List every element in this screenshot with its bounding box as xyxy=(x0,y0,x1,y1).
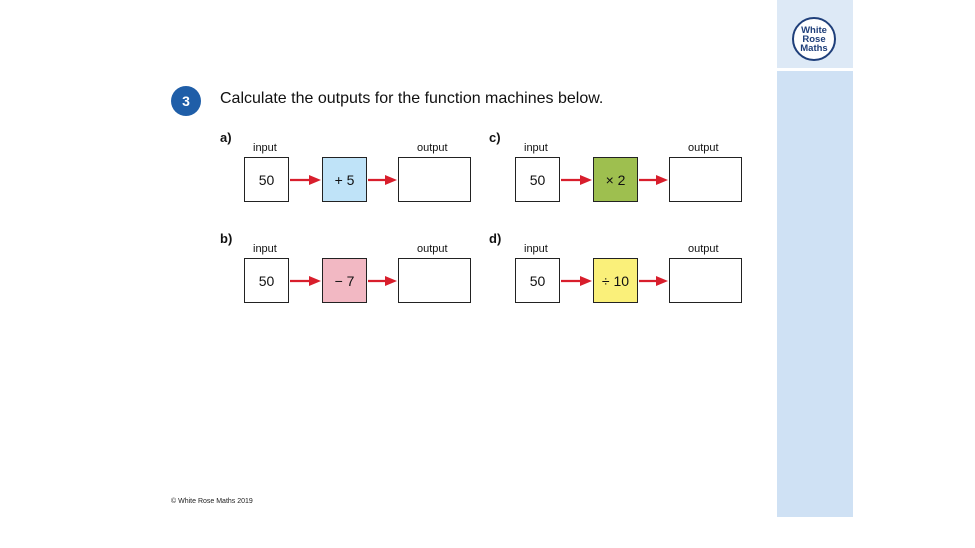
question-text: Calculate the outputs for the function m… xyxy=(220,90,604,107)
arrow-icon-d2 xyxy=(639,276,668,286)
question-number: 3 xyxy=(182,93,190,109)
input-label-b: input xyxy=(253,243,277,255)
arrow-icon-b2 xyxy=(368,276,397,286)
logo-line-1: White xyxy=(801,24,827,36)
input-box-d: 50 xyxy=(515,258,560,303)
input-box-a: 50 xyxy=(244,157,289,202)
part-label-d: d) xyxy=(489,231,502,246)
sidebar-divider xyxy=(777,68,853,71)
operation-box-d: ÷ 10 xyxy=(593,258,638,303)
output-label-b: output xyxy=(417,243,448,255)
input-label-a: input xyxy=(253,142,277,154)
operation-box-b: − 7 xyxy=(322,258,367,303)
part-label-c: c) xyxy=(489,130,501,145)
white-rose-maths-logo: White Rose Maths xyxy=(792,17,836,61)
output-label-d: output xyxy=(688,243,719,255)
arrow-icon-c1 xyxy=(561,175,592,185)
logo-line-2: Rose xyxy=(802,33,826,45)
input-box-c: 50 xyxy=(515,157,560,202)
arrow-icon-b1 xyxy=(290,276,321,286)
output-label-a: output xyxy=(417,142,448,154)
arrow-icon-a1 xyxy=(290,175,321,185)
input-box-b: 50 xyxy=(244,258,289,303)
arrow-icon-a2 xyxy=(368,175,397,185)
operation-box-c: × 2 xyxy=(593,157,638,202)
output-box-d[interactable] xyxy=(669,258,742,303)
output-label-c: output xyxy=(688,142,719,154)
question-number-badge: 3 xyxy=(171,86,201,116)
output-box-a[interactable] xyxy=(398,157,471,202)
output-box-b[interactable] xyxy=(398,258,471,303)
operation-box-a: + 5 xyxy=(322,157,367,202)
sidebar-panel xyxy=(777,71,853,517)
input-label-c: input xyxy=(524,142,548,154)
output-box-c[interactable] xyxy=(669,157,742,202)
input-label-d: input xyxy=(524,243,548,255)
logo-line-3: Maths xyxy=(800,42,828,54)
part-label-b: b) xyxy=(220,231,233,246)
copyright-footer: © White Rose Maths 2019 xyxy=(171,498,253,505)
arrow-icon-d1 xyxy=(561,276,592,286)
arrow-icon-c2 xyxy=(639,175,668,185)
part-label-a: a) xyxy=(220,130,232,145)
